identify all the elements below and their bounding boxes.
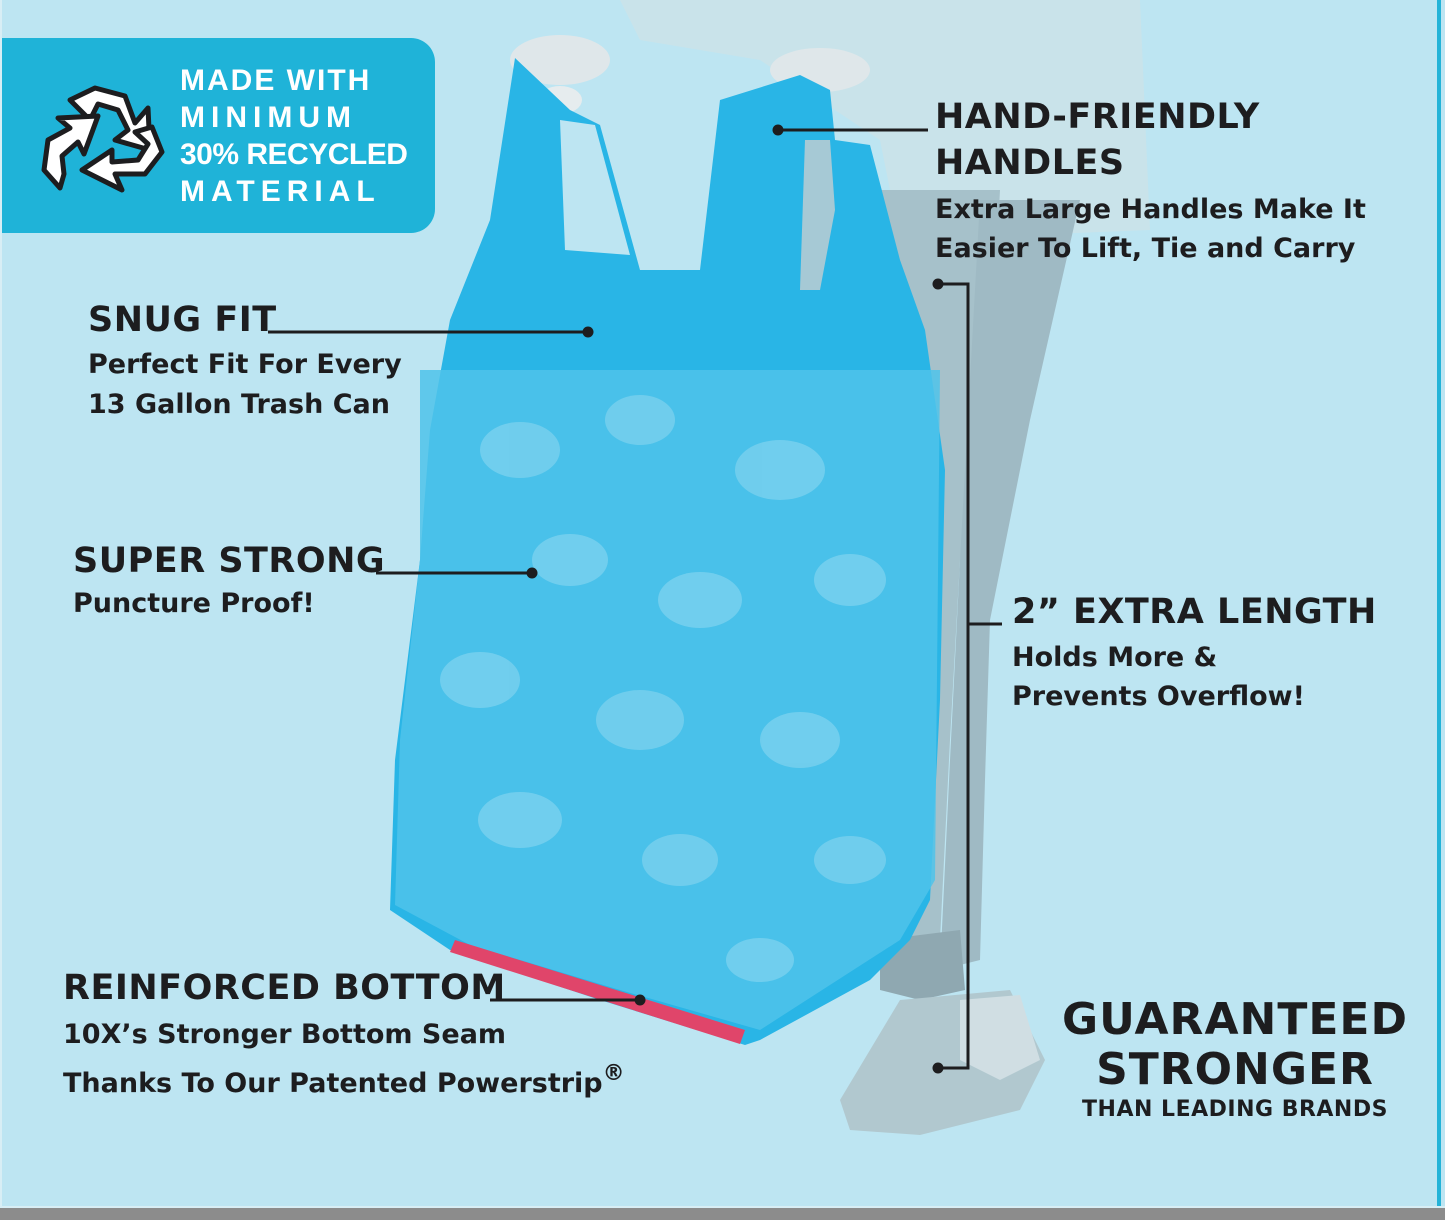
powerstrip bbox=[450, 940, 745, 1044]
guarantee-line-3: THAN LEADING BRANDS bbox=[1082, 1097, 1388, 1122]
badge-line-4: MATERIAL bbox=[180, 175, 381, 208]
hand-left bbox=[510, 35, 610, 85]
reinforced-bottom-sub-line-2: Thanks To Our Patented Powerstrip® bbox=[63, 1054, 625, 1104]
handles-title-line-2: HANDLES bbox=[935, 143, 1125, 183]
frame-right-edge bbox=[1437, 0, 1441, 1206]
badge-line-1: MADE WITH bbox=[180, 64, 372, 97]
extra-length-title: 2” EXTRA LENGTH bbox=[1012, 592, 1377, 632]
handles-sub-line-1: Extra Large Handles Make It bbox=[935, 194, 1366, 225]
super-strong-title: SUPER STRONG bbox=[73, 541, 386, 581]
extra-length-sub-line-1: Holds More & bbox=[1012, 642, 1218, 673]
reinforced-bottom-title: REINFORCED BOTTOM bbox=[63, 968, 506, 1008]
reinforced-bottom-sub-line-1: 10X’s Stronger Bottom Seam bbox=[63, 1019, 507, 1050]
handles-title-line-1: HAND-FRIENDLY bbox=[935, 97, 1260, 137]
snug-fit-title: SNUG FIT bbox=[88, 300, 277, 340]
frame-left-edge bbox=[0, 0, 2, 1206]
badge-line-2: MINIMUM bbox=[180, 101, 357, 134]
registered-mark: ® bbox=[602, 1061, 625, 1086]
snug-fit-sub-line-1: Perfect Fit For Every bbox=[88, 349, 402, 380]
handles-sub-line-2: Easier To Lift, Tie and Carry bbox=[935, 233, 1356, 264]
recycled-material-badge: MADE WITH MINIMUM 30% RECYCLED MATERIAL bbox=[0, 38, 435, 233]
guarantee-line-1: GUARANTEED bbox=[1062, 994, 1408, 1045]
frame-bottom-edge bbox=[0, 1206, 1445, 1220]
powerstrip-text: Thanks To Our Patented Powerstrip bbox=[63, 1068, 603, 1099]
extra-length-sub-line-2: Prevents Overflow! bbox=[1012, 681, 1305, 712]
badge-text: MADE WITH MINIMUM 30% RECYCLED MATERIAL bbox=[180, 62, 408, 210]
snug-fit-sub-line-2: 13 Gallon Trash Can bbox=[88, 389, 390, 420]
guarantee-line-2: STRONGER bbox=[1096, 1044, 1374, 1095]
badge-line-3: 30% RECYCLED bbox=[180, 138, 408, 171]
person-shirt bbox=[620, 0, 1150, 240]
guarantee-block: GUARANTEED STRONGER THAN LEADING BRANDS bbox=[1060, 995, 1410, 1125]
super-strong-sub: Puncture Proof! bbox=[73, 588, 315, 619]
recycle-icon bbox=[41, 85, 165, 193]
